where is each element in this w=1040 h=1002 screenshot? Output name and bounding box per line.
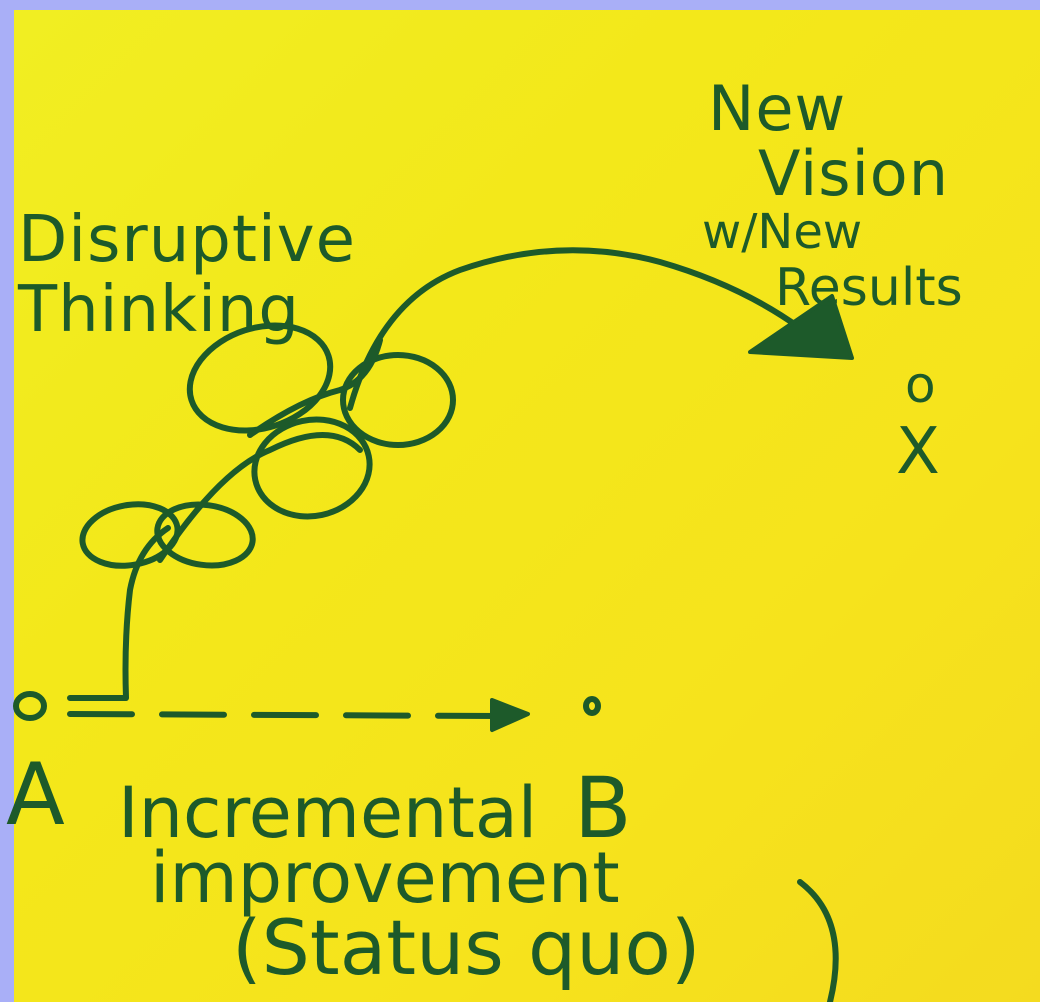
new-vision-label-line-4: Results: [775, 258, 963, 318]
incremental-label-line-1: Incremental: [118, 772, 538, 854]
curved-arrow-icon: [347, 247, 803, 411]
disruptive-label-line-2: Thinking: [18, 273, 301, 347]
marker-x-label: X: [896, 415, 941, 489]
dashed-arrow-icon: [67, 711, 503, 719]
incremental-label-line-3: (Status quo): [232, 903, 701, 992]
point-b-label: B: [574, 759, 633, 857]
disruptive-label-line-1: Disruptive: [18, 203, 357, 277]
new-vision-label-line-1: New: [708, 72, 847, 145]
scribble-loops-icon: [79, 322, 456, 569]
dashed-arrow-head-icon: [490, 698, 530, 732]
riser-line-icon: [67, 525, 171, 701]
marker-o-label: o: [905, 356, 937, 414]
incremental-label-line-2: improvement: [150, 837, 620, 919]
corner-mark-icon: [797, 879, 839, 1002]
new-vision-label-line-2: Vision: [758, 137, 950, 210]
curved-arrow-head-icon: [748, 294, 854, 360]
end-point-b-icon: [583, 696, 601, 716]
start-point-icon: [13, 691, 47, 721]
point-a-label: A: [6, 745, 66, 845]
new-vision-label-line-3: w/New: [702, 204, 863, 260]
